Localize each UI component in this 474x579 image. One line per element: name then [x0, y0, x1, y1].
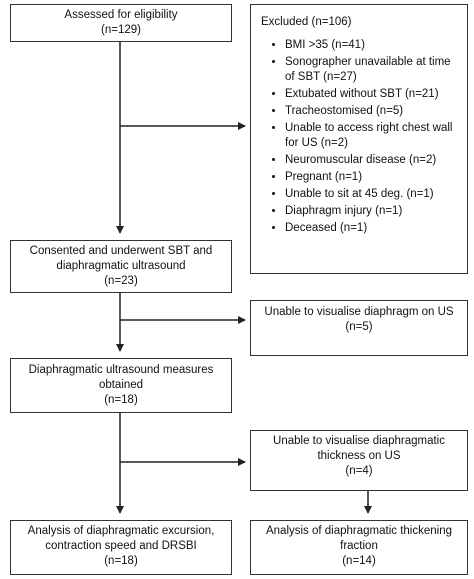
excluded-reason: Unable to access right chest wall for US… [285, 121, 459, 151]
excluded-reason: BMI >35 (n=41) [285, 38, 459, 53]
excluded-reason: Deceased (n=1) [285, 221, 459, 236]
unable-thickness-line1: Unable to visualise diaphragmatic [273, 435, 445, 447]
analysis-excursion-line2: contraction speed and DRSBI [45, 540, 197, 552]
excluded-reason: Diaphragm injury (n=1) [285, 204, 459, 219]
excluded-reason: Pregnant (n=1) [285, 170, 459, 185]
eligibility-title: Assessed for eligibility [64, 9, 178, 21]
box-analysis-excursion: Analysis of diaphragmatic excursion, con… [10, 520, 232, 575]
unable-diaphragm-count: (n=5) [345, 321, 373, 333]
analysis-thickening-count: (n=14) [342, 555, 376, 567]
box-consented: Consented and underwent SBT and diaphrag… [10, 240, 232, 293]
analysis-excursion-count: (n=18) [104, 555, 138, 567]
consented-count: (n=23) [104, 275, 138, 287]
excluded-reason: Neuromuscular disease (n=2) [285, 153, 459, 168]
box-analysis-thickening: Analysis of diaphragmatic thickening fra… [250, 520, 468, 575]
analysis-excursion-line1: Analysis of diaphragmatic excursion, [27, 525, 215, 537]
excluded-reason: Extubated without SBT (n=21) [285, 87, 459, 102]
excluded-reason: Unable to sit at 45 deg. (n=1) [285, 187, 459, 202]
analysis-thickening-line1: Analysis of diaphragmatic thickening [265, 525, 453, 537]
unable-thickness-line2: thickness on US [317, 450, 401, 462]
measures-line1: Diaphragmatic ultrasound measures [28, 364, 214, 376]
box-measures-obtained: Diaphragmatic ultrasound measures obtain… [10, 358, 232, 413]
excluded-reason: Tracheostomised (n=5) [285, 104, 459, 119]
consented-line1: Consented and underwent SBT and [29, 245, 213, 257]
measures-count: (n=18) [104, 394, 138, 406]
unable-thickness-count: (n=4) [345, 465, 373, 477]
box-unable-visualise-thickness: Unable to visualise diaphragmatic thickn… [250, 430, 468, 491]
measures-line2: obtained [98, 379, 144, 391]
consented-line2: diaphragmatic ultrasound [56, 260, 186, 272]
eligibility-count: (n=129) [101, 24, 141, 36]
excluded-reason: Sonographer unavailable at time of SBT (… [285, 55, 459, 85]
box-unable-visualise-diaphragm: Unable to visualise diaphragm on US (n=5… [250, 300, 468, 356]
box-assessed-eligibility: Assessed for eligibility (n=129) [10, 4, 232, 42]
box-excluded: Excluded (n=106) BMI >35 (n=41) Sonograp… [250, 4, 468, 274]
excluded-reasons-list: BMI >35 (n=41) Sonographer unavailable a… [261, 38, 459, 236]
unable-diaphragm-line1: Unable to visualise diaphragm on US [264, 306, 454, 318]
analysis-thickening-line2: fraction [340, 540, 378, 552]
excluded-title: Excluded (n=106) [261, 16, 352, 28]
